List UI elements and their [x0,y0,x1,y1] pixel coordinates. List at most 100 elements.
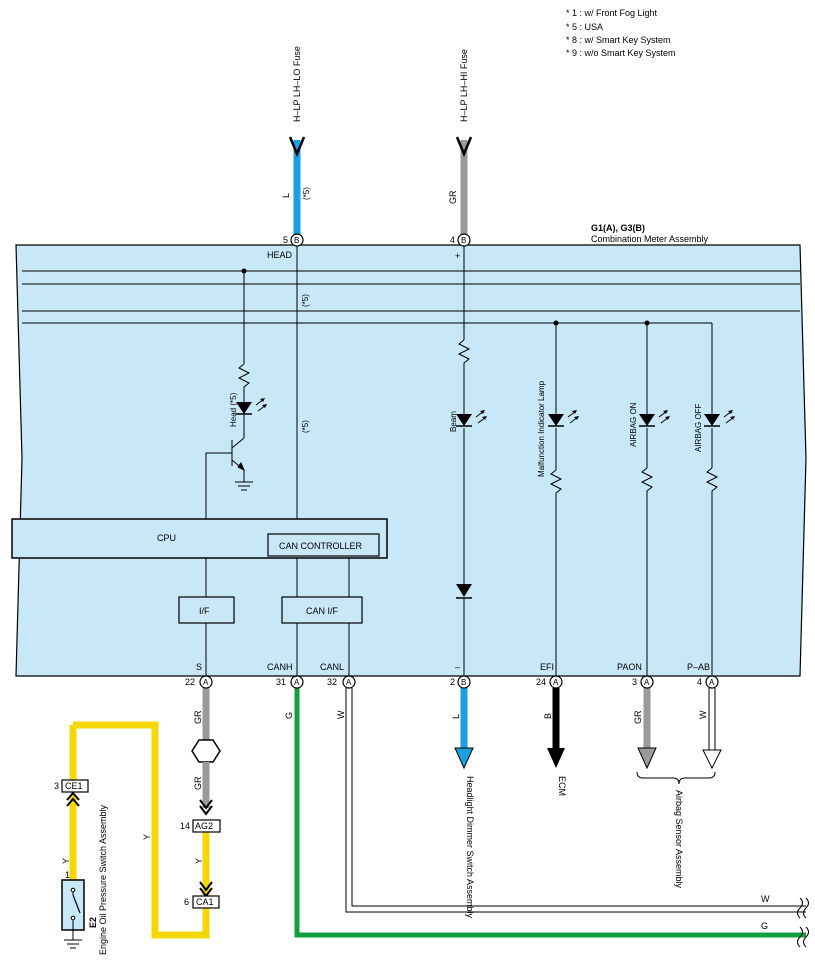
term-s: S [196,662,202,672]
oil-pressure-switch: 1 E2 Engine Oil Pressure Switch Assembly [61,804,108,955]
wire-paon: GR [633,688,657,770]
ce1-pin: 3 [54,781,59,791]
head-terminal-label: HEAD [267,250,293,260]
can-if-label: CAN I/F [306,606,339,616]
plus-terminal-label: + [455,251,460,261]
bottom-pins: 22 A 31 A 32 A 2 B 24 A 3 A [185,675,719,689]
pin-canh-conn: A [294,678,300,687]
ca1-pin: 6 [184,897,189,907]
term-canl: CANL [320,662,344,672]
mil-label: Malfunction Indicator Lamp [537,380,546,477]
pin-efi: 24 A [536,675,563,689]
pin-paon: 3 A [632,675,654,689]
note-1: * 1 : w/ Front Fog Light [566,8,658,18]
led-mil: Malfunction Indicator Lamp [537,380,579,477]
wire-color-y-3: Y [194,858,204,864]
if-block: I/F [178,596,235,624]
pin-canh-num: 31 [276,677,286,687]
notes-legend: * 1 : w/ Front Fog Light * 5 : USA * 8 :… [566,8,676,58]
oil-pin: 1 [65,870,70,880]
note-8: * 8 : w/ Smart Key System [566,35,671,45]
ag2-name: AG2 [195,821,213,831]
head-lamp-label: Head (*5) [229,392,238,427]
pin-canl: 32 A [327,675,356,689]
top-pin-beam-num: 4 [450,235,455,245]
pin-canh: 31 A [276,675,304,689]
bottom-terminal-labels: S CANH CANL – EFI PAON P–AB [196,662,710,672]
cpu-block: CPU CAN CONTROLLER [11,518,388,559]
wire-minus: L [451,688,474,770]
note5-mid-2: (*5) [301,420,310,433]
top-pin-beam-conn: B [461,236,466,245]
note5-mid-1: (*5) [301,294,310,307]
wire-color-GR-top: GR [448,190,458,204]
note-5: * 5 : USA [566,22,603,32]
wire-pab: W [698,688,722,770]
fuse-hi-label: H–LP LH–HI Fuse [459,49,469,122]
wire-color-g-right: G [761,921,768,931]
dest-airbag: Airbag Sensor Assembly [674,790,684,889]
internal-bus-lines [22,270,800,324]
wire-color-s-1: GR [193,710,203,724]
term-paon: PAON [617,662,642,672]
top-pin-head-conn: B [294,236,299,245]
meter-panel [15,244,807,677]
if-label: I/F [199,606,210,616]
connector-ce1: 3 CE1 [54,779,89,793]
pin-canl-conn: A [346,678,352,687]
pin-efi-conn: A [553,678,559,687]
beam-label: Beam [449,411,458,432]
top-pin-head-num: 5 [283,235,288,245]
term-efi: EFI [540,662,554,672]
pin-paon-num: 3 [632,677,637,687]
connector-ca1: 6 CA1 [184,895,220,909]
wire-color-L-top: L [281,193,291,198]
airbag-brace [636,771,716,785]
pin-canl-num: 32 [327,677,337,687]
wire-color-pab: W [698,710,708,719]
wire-break-marks [797,897,809,948]
wire-color-w-right: W [761,894,770,904]
connector-ag2: 14 AG2 [180,819,221,833]
wire-beam-hi: H–LP LH–HI Fuse GR [448,49,473,234]
dest-ecm: ECM [557,776,567,796]
internal-circuits [205,246,719,676]
oil-code: E2 [88,917,98,928]
airbag-off-label: AIRBAG OFF [694,403,703,452]
pin-paon-conn: A [644,678,650,687]
led-airbag-off: AIRBAG OFF [694,403,735,452]
wire-canl: W W [336,688,806,913]
junction-dots [241,268,650,326]
wire-color-y-2: Y [142,834,152,840]
top-pin-head: 5 B [283,233,304,247]
cpu-label: CPU [157,533,176,543]
wire-yellow: Y Y Y [61,721,213,939]
led-airbag-on: AIRBAG ON [629,402,670,447]
pin-efi-num: 24 [536,677,546,687]
note-9: * 9 : w/o Smart Key System [566,48,676,58]
top-pin-beam: 4 B [450,233,471,247]
pin-s-conn: A [203,678,209,687]
ca1-name: CA1 [196,897,214,907]
wire-color-minus: L [451,714,461,719]
led-head: Head (*5) [229,392,267,427]
splice-point [191,739,221,763]
pin-minus: 2 B [450,675,471,689]
wire-s: GR GR [191,688,221,816]
pin-minus-conn: B [461,678,466,687]
led-beam: Beam [449,410,487,432]
beam-diode [456,584,472,599]
assembly-name: Combination Meter Assembly [591,234,709,244]
pin-pab: 4 A [697,675,719,689]
fuse-lo-label: H–LP LH–LO Fuse [292,46,302,122]
oil-name: Engine Oil Pressure Switch Assembly [98,804,108,955]
term-canh: CANH [267,662,293,672]
wire-color-efi: B [543,713,553,719]
wire-efi: B [543,688,565,768]
wire-color-paon: GR [633,710,643,724]
can-if-block: CAN I/F [281,596,363,624]
ce1-name: CE1 [65,781,83,791]
wire-head-lo: H–LP LH–LO Fuse L (*5) [281,46,311,234]
ag2-pin: 14 [180,821,190,831]
